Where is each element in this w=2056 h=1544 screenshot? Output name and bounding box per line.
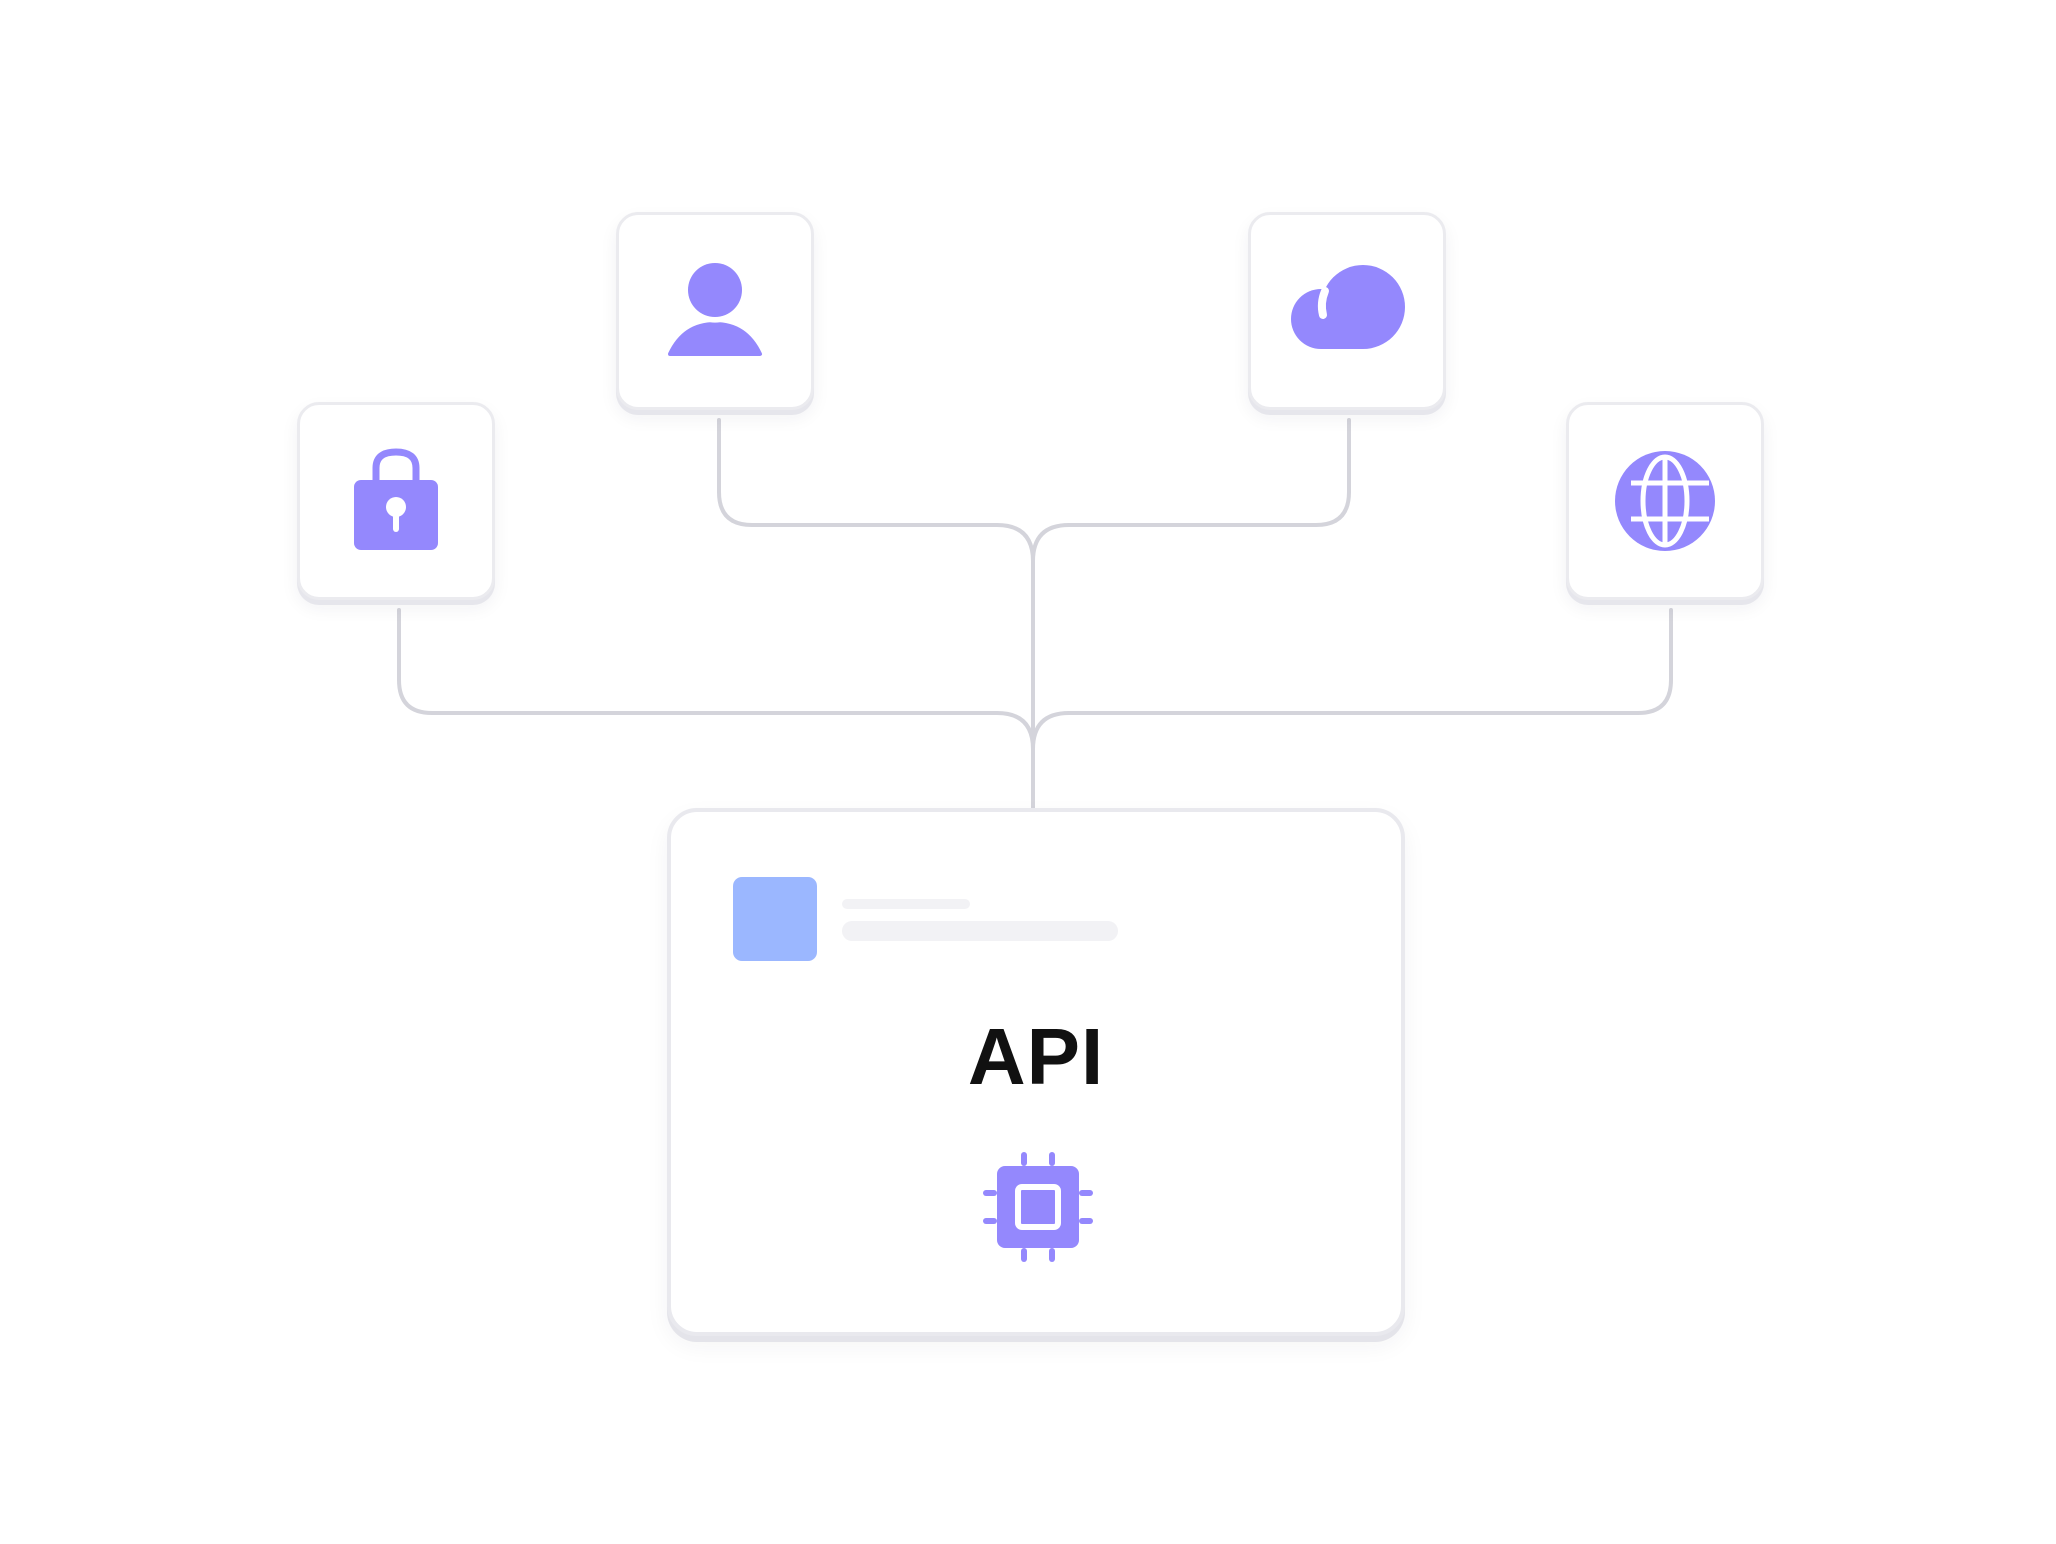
globe-icon	[1615, 451, 1715, 551]
api-card: API	[667, 808, 1405, 1336]
user-node	[616, 212, 814, 410]
cpu-chip-icon	[983, 1152, 1093, 1262]
cloud-icon	[1291, 265, 1405, 349]
card-thumbnail	[733, 877, 817, 961]
api-title: API	[967, 1012, 1105, 1101]
cloud-node	[1248, 212, 1446, 410]
connector-lock	[397, 608, 1035, 751]
user-icon	[668, 263, 762, 356]
globe-node	[1566, 402, 1764, 600]
skeleton-line-short	[842, 899, 970, 909]
lock-icon	[354, 448, 438, 550]
connector-cloud	[1031, 418, 1351, 563]
lock-node	[297, 402, 495, 600]
connector-globe	[1031, 608, 1673, 751]
connector-user	[717, 418, 1035, 810]
skeleton-line-long	[842, 921, 1118, 941]
